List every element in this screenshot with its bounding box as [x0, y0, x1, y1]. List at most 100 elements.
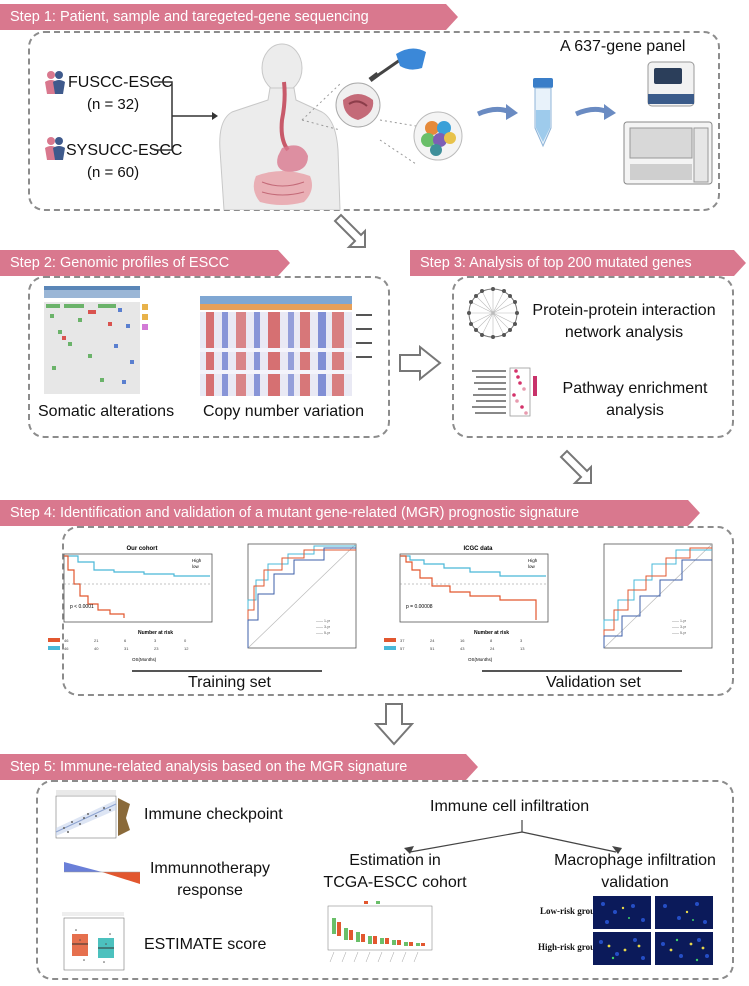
step2-title: Step 2: Genomic profiles of ESCC: [10, 255, 230, 271]
macrophage-label-line1: Macrophage infiltration: [554, 852, 716, 869]
human-anatomy-illustration: [219, 43, 341, 210]
cohort2-n: (n = 60): [87, 164, 140, 181]
svg-text:—— 1-yr: —— 1-yr: [316, 619, 331, 623]
step4-title: Step 4: Identification and validation of…: [10, 505, 580, 521]
zoom-lines: [301, 83, 417, 165]
km1-risk-label: Number at risk: [138, 630, 173, 636]
sample-tube-icon: [533, 78, 553, 148]
svg-text:8: 8: [490, 638, 493, 643]
panel-label: A 637-gene panel: [560, 38, 686, 55]
cnv-heatmap-thumbnail: [196, 294, 376, 398]
estimation-label-line1: Estimation in: [349, 852, 441, 869]
infiltration-tree-lines: [404, 820, 622, 854]
km1-xlabel: OS(Months): [132, 657, 157, 662]
svg-text:46: 46: [64, 638, 69, 643]
macrophage-label-line2: validation: [601, 874, 669, 891]
svg-text:—— 1-yr: —— 1-yr: [672, 619, 687, 623]
svg-text:24: 24: [490, 646, 495, 651]
flow-arrow-3-to-4: [559, 449, 592, 484]
svg-text:—— 3-yr: —— 3-yr: [316, 625, 331, 629]
high-risk-label: High-risk group: [538, 942, 601, 952]
km2-legend-high: High: [528, 558, 538, 563]
validation-label: Validation set: [546, 674, 641, 691]
cohort1-n: (n = 32): [87, 96, 140, 113]
step1-banner: Step 1: Patient, sample and taregeted-ge…: [0, 4, 458, 30]
flow-arrow-2-to-3: [399, 345, 442, 381]
svg-text:46: 46: [64, 646, 69, 651]
km2-risk-label: Number at risk: [474, 630, 509, 636]
roc-plot-validation: —— 1-yr —— 3-yr —— 5-yr: [590, 540, 718, 658]
svg-text:31: 31: [124, 646, 129, 651]
km2-xlabel: OS(Months): [468, 657, 493, 662]
oncoplot-thumbnail: [38, 284, 158, 396]
ppi-network-thumbnail: [467, 287, 519, 339]
flow-arrow-1-to-2: [333, 213, 366, 248]
km2-title: ICGC data: [463, 546, 493, 552]
km2-legend-low: low: [528, 564, 536, 569]
immunotherapy-label-line2: response: [177, 882, 243, 899]
ppi-label-line2: network analysis: [564, 324, 684, 341]
training-label: Training set: [188, 674, 271, 691]
svg-text:—— 5-yr: —— 5-yr: [316, 631, 331, 635]
immunotherapy-label-line1: Immunnotherapy: [149, 860, 271, 877]
infiltration-label: Immune cell infiltration: [430, 798, 590, 815]
step2-box: [28, 276, 390, 438]
svg-text:43: 43: [460, 646, 465, 651]
step3-banner: Step 3: Analysis of top 200 mutated gene…: [410, 250, 746, 276]
pathway-label-line1: Pathway enrichment: [562, 380, 708, 397]
km-plot-validation: ICGC data p = 0.00008 High low Number at…: [380, 540, 556, 666]
svg-text:51: 51: [430, 646, 435, 651]
flow-arrow-4-to-5: [374, 703, 414, 746]
step1-title: Step 1: Patient, sample and taregeted-ge…: [10, 9, 369, 25]
roc-plot-training: —— 1-yr —— 3-yr —— 5-yr: [234, 540, 362, 658]
sequencer-small-icon: [647, 61, 695, 107]
cohort-bracket: [154, 81, 218, 151]
step4-banner: Step 4: Identification and validation of…: [0, 500, 700, 526]
km2-pvalue: p = 0.00008: [406, 604, 433, 610]
validation-underline: [482, 670, 682, 672]
checkpoint-label: Immune checkpoint: [144, 806, 283, 823]
km1-pvalue: p < 0.0001: [70, 604, 94, 610]
pathway-label-line2: analysis: [606, 402, 664, 419]
training-underline: [132, 670, 322, 672]
estimate-label: ESTIMATE score: [144, 936, 267, 953]
svg-text:—— 3-yr: —— 3-yr: [672, 625, 687, 629]
step3-title: Step 3: Analysis of top 200 mutated gene…: [420, 255, 692, 271]
low-risk-label: Low-risk group: [540, 906, 601, 916]
step5-banner: Step 5: Immune-related analysis based on…: [0, 754, 478, 780]
somatic-label: Somatic alterations: [38, 403, 175, 420]
people-icon-2: [45, 137, 65, 160]
biopsy-hand-icon: [368, 48, 426, 82]
tcga-boxplot-thumbnail: [327, 901, 433, 963]
step2-banner: Step 2: Genomic profiles of ESCC: [0, 250, 290, 276]
tissue-sample-icon: [335, 82, 381, 128]
step1-box: [28, 31, 720, 211]
cnv-label: Copy number variation: [203, 403, 364, 420]
svg-text:13: 13: [520, 646, 525, 651]
estimation-label-line2: TCGA-ESCC cohort: [323, 874, 467, 891]
svg-text:16: 16: [460, 638, 465, 643]
pathway-dotplot-thumbnail: [472, 367, 537, 417]
svg-text:57: 57: [400, 646, 405, 651]
km1-legend-low: low: [192, 564, 200, 569]
svg-text:6: 6: [124, 638, 127, 643]
process-arrow-1: [476, 104, 518, 120]
km1-legend-high: High: [192, 558, 202, 563]
estimate-boxplot-thumbnail: [62, 912, 125, 971]
process-arrow-2: [574, 104, 616, 120]
step5-box: [36, 780, 734, 980]
svg-text:23: 23: [154, 646, 159, 651]
svg-text:24: 24: [430, 638, 435, 643]
svg-text:37: 37: [400, 638, 405, 643]
km1-title: Our cohort: [127, 546, 158, 552]
svg-text:—— 5-yr: —— 5-yr: [672, 631, 687, 635]
km-plot-training: Our cohort p < 0.0001 High low Number at…: [44, 540, 220, 666]
macrophage-ihc-images: [593, 896, 713, 965]
people-icon-1: [45, 71, 65, 94]
step5-title: Step 5: Immune-related analysis based on…: [10, 759, 408, 775]
sequencer-large-icon: [623, 121, 713, 185]
checkpoint-scatter-thumbnail: [55, 790, 130, 839]
cell-cluster-icon: [413, 111, 463, 161]
immunotherapy-waterfall-thumbnail: [64, 862, 140, 884]
svg-text:3: 3: [520, 638, 523, 643]
